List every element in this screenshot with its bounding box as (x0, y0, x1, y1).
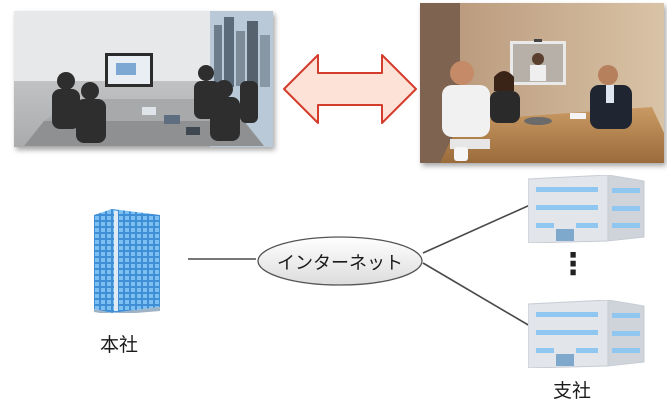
head-office-label: 本社 (100, 334, 139, 356)
internet-hub-shape (257, 236, 423, 286)
bidirectional-arrow-icon (283, 54, 417, 124)
branch-building-icon-top (528, 175, 645, 243)
conference-room-photo (420, 3, 664, 163)
meeting-room-photo-1 (14, 11, 273, 147)
more-branches-ellipsis: ⋮ (558, 247, 588, 282)
branch-building-icon-bottom (528, 300, 645, 368)
head-office-building-icon (94, 209, 160, 313)
meeting-room-photo-2 (420, 3, 664, 163)
meeting-room-illustration (14, 11, 273, 147)
link-branch-bottom (422, 262, 531, 327)
internet-label: インターネット (277, 253, 403, 274)
link-branch-top (422, 204, 531, 254)
branch-office-label: 支社 (553, 380, 592, 402)
